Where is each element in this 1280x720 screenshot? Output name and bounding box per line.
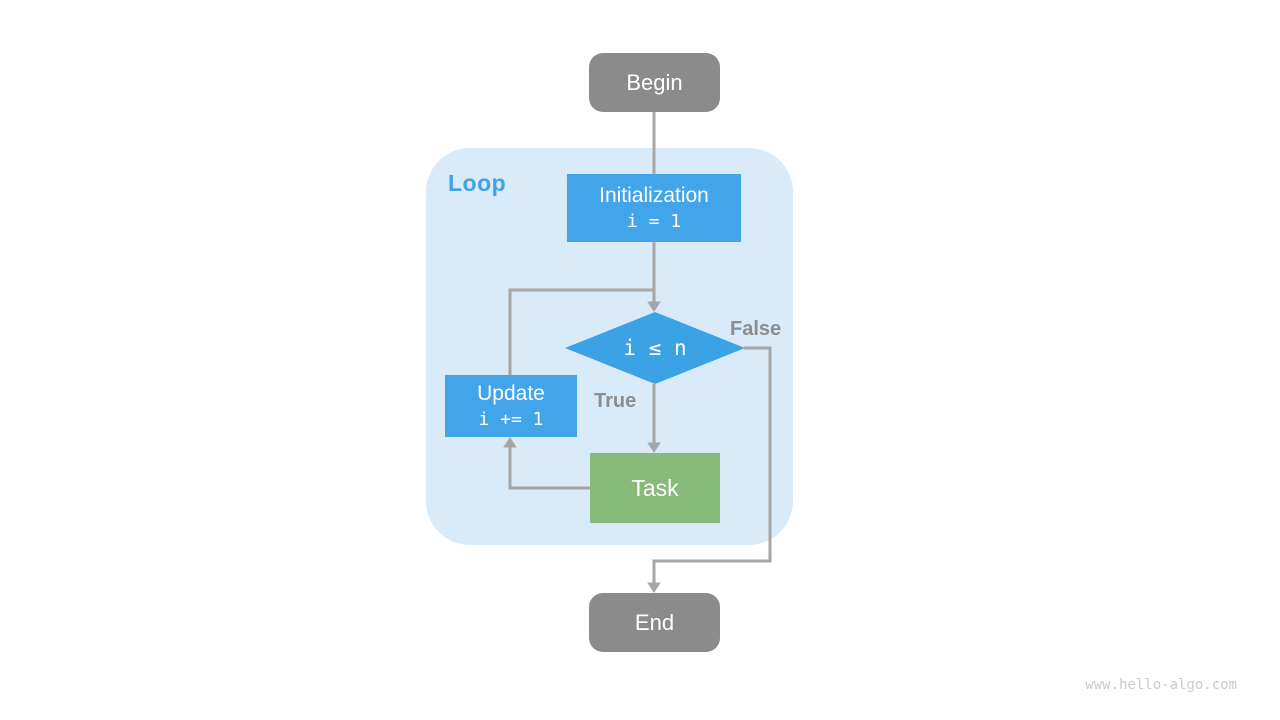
task-node: Task [590,453,720,523]
arrowhead-into-update [503,437,517,448]
loop-region-label: Loop [448,170,507,196]
update-node: Update i += 1 [445,375,577,437]
initialization-node-code: i = 1 [626,210,682,232]
end-node-label: End [634,609,675,635]
edge-task-to-update [508,447,590,490]
update-node-code: i += 1 [478,408,544,430]
initialization-node-title: Initialization [599,183,709,207]
watermark-text: www.hello-algo.com [1085,677,1237,693]
begin-node-label: Begin [626,69,683,95]
arrowhead-into-end [647,582,661,593]
begin-node: Begin [589,53,720,112]
initialization-node: Initialization i = 1 [567,174,741,242]
arrowhead-into-condition [647,301,661,312]
arrowhead-into-task [647,442,661,453]
edge-condition-to-end [652,346,772,583]
edge-update-loopback [508,288,654,375]
task-node-label: Task [631,474,679,501]
end-node: End [589,593,720,652]
false-branch-label: False [730,318,782,340]
condition-diamond-label: i ≤ n [623,336,687,360]
true-branch-label: True [594,390,637,412]
update-node-title: Update [477,381,545,405]
